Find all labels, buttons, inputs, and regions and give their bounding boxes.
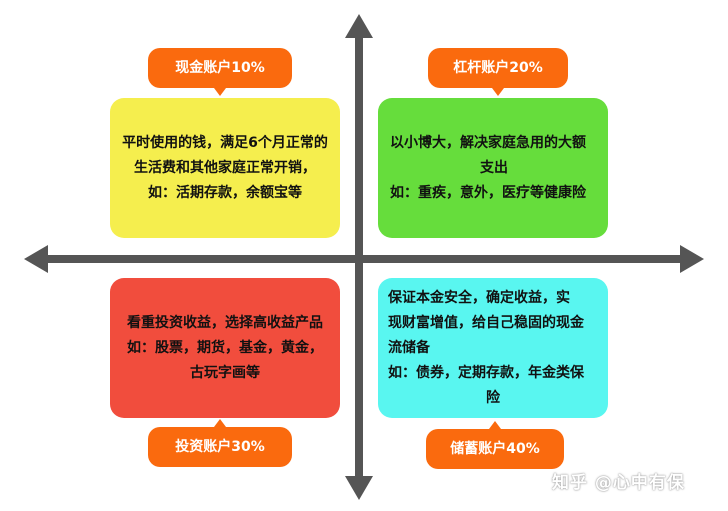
savings-line: 保证本金安全，确定收益，实: [388, 289, 570, 306]
zhihu-watermark: 知乎 @心中有保: [552, 473, 685, 493]
cash-line: 如：活期存款，余额宝等: [148, 184, 302, 201]
investment-account-tag: 投资账户30%: [148, 419, 292, 467]
cash-line: 生活费和其他家庭正常开销，: [134, 159, 316, 176]
investment-line: 如：股票，期货，基金，黄金，: [127, 339, 323, 356]
leverage-account-box: 以小博大，解决家庭急用的大额 支出 如：重疾，意外，医疗等健康险: [378, 98, 608, 238]
investment-line: 看重投资收益，选择高收益产品: [127, 314, 323, 331]
cash-account-tag: 现金账户10%: [148, 48, 292, 96]
cash-account-box: 平时使用的钱，满足6个月正常的 生活费和其他家庭正常开销， 如：活期存款，余额宝…: [110, 98, 340, 238]
cash-line: 平时使用的钱，满足6个月正常的: [122, 134, 328, 151]
leverage-line: 以小博大，解决家庭急用的大额: [390, 134, 586, 151]
savings-line: 如：债券，定期存款，年金类保: [388, 364, 584, 381]
leverage-line: 如：重疾，意外，医疗等健康险: [390, 184, 586, 201]
investment-line: 古玩字画等: [190, 364, 260, 381]
right-arrow-icon: [680, 245, 704, 273]
savings-line: 险: [486, 389, 500, 406]
savings-account-tag: 储蓄账户40%: [426, 421, 564, 469]
savings-account-box: 保证本金安全，确定收益，实 现财富增值，给自己稳固的现金 流储备 如：债券，定期…: [378, 278, 608, 418]
leverage-account-tag: 杠杆账户20%: [428, 48, 568, 96]
savings-line: 现财富增值，给自己稳固的现金: [388, 314, 584, 331]
down-arrow-icon: [345, 476, 373, 500]
leverage-line: 支出: [480, 159, 508, 176]
up-arrow-icon: [345, 14, 373, 38]
savings-line: 流储备: [388, 339, 430, 356]
investment-account-box: 看重投资收益，选择高收益产品 如：股票，期货，基金，黄金， 古玩字画等: [110, 278, 340, 418]
left-arrow-icon: [24, 245, 48, 273]
